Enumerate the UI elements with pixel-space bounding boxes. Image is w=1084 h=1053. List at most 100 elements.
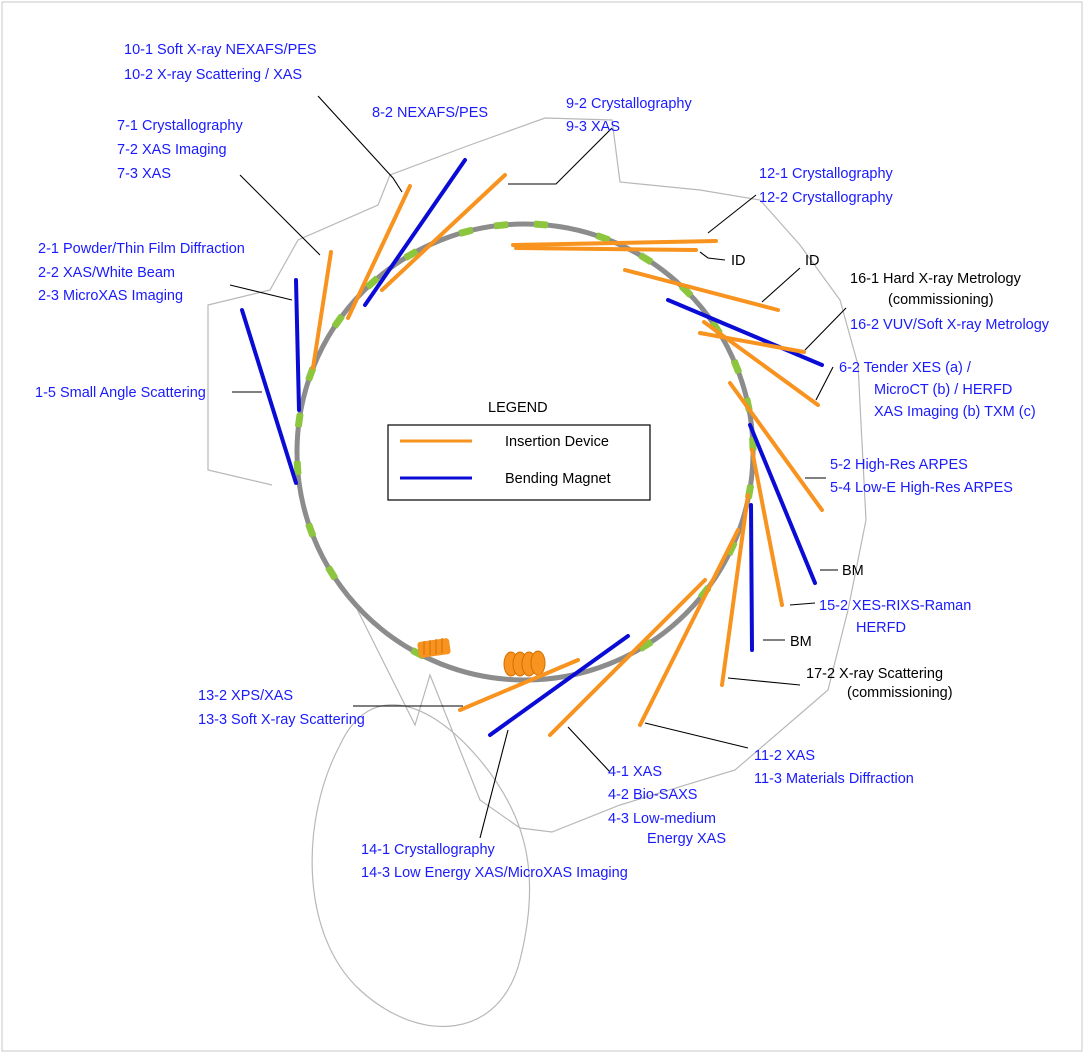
leader-lines	[229, 95, 847, 839]
label-bl12-1: 12-1 Crystallography	[759, 166, 894, 182]
beamline-bl9-insertion	[380, 173, 507, 292]
ring-magnet	[730, 359, 742, 374]
label-bl1-5: 1-5 Small Angle Scattering	[35, 385, 206, 401]
ring-magnet	[325, 565, 338, 581]
label-bm-a: BM	[842, 563, 864, 579]
label-bl2-1: 2-1 Powder/Thin Film Diffraction	[38, 241, 245, 257]
label-bl10-2: 10-2 X-ray Scattering / XAS	[124, 67, 302, 83]
beamlines	[240, 158, 824, 737]
leader-15	[789, 602, 816, 606]
label-bm-b: BM	[790, 634, 812, 650]
legend-box	[387, 424, 651, 501]
label-bl14-1: 14-1 Crystallography	[361, 842, 496, 858]
label-bl6-2-b: MicroCT (b) / HERFD	[874, 382, 1012, 398]
label-bl8-2: 8-2 NEXAFS/PES	[372, 105, 488, 121]
ring-magnet	[458, 226, 474, 237]
label-bl17-2: 17-2 X-ray Scattering	[806, 666, 943, 682]
ring-magnet	[305, 522, 317, 538]
label-bl4-1: 4-1 XAS	[608, 764, 662, 780]
label-bl4-3-b: Energy XAS	[647, 831, 726, 847]
label-id-b: ID	[805, 253, 820, 269]
beamline-bl2-bending	[294, 278, 301, 412]
label-bl11-3: 11-3 Materials Diffraction	[754, 771, 914, 787]
label-bl6-2-c: XAS Imaging (b) TXM (c)	[874, 404, 1036, 420]
label-bl17-2-note: (commissioning)	[847, 685, 953, 701]
ring-magnet	[365, 275, 380, 290]
label-bl7-2: 7-2 XAS Imaging	[117, 142, 227, 158]
beamline-bl-bm-b-bending	[749, 503, 754, 652]
legend-title: LEGEND	[488, 400, 548, 416]
beamline-bl11-insertion	[638, 528, 740, 727]
beamline-labels: 10-1 Soft X-ray NEXAFS/PES 10-2 X-ray Sc…	[35, 42, 1050, 881]
ring-magnet	[294, 413, 304, 428]
beamline-id-insertion	[623, 268, 780, 312]
label-bl16-2: 16-2 VUV/Soft X-ray Metrology	[850, 317, 1050, 333]
label-bl4-2: 4-2 Bio-SAXS	[608, 787, 697, 803]
leader-16	[804, 307, 847, 351]
leader-9	[508, 127, 613, 185]
beamline-bl13-insertion	[458, 658, 580, 712]
ring-magnet	[679, 283, 694, 298]
label-bl16-1-note: (commissioning)	[888, 292, 994, 308]
beamline-bl-bm-a-bending	[748, 423, 817, 585]
ring-outline-loop	[311, 704, 531, 1028]
label-bl7-3: 7-3 XAS	[117, 166, 171, 182]
leader-11	[644, 722, 749, 749]
beamline-bl12-2-insertion	[514, 246, 698, 252]
beamline-bl6-insertion-a	[698, 331, 806, 354]
leader-7	[239, 174, 321, 256]
label-bl12-2: 12-2 Crystallography	[759, 190, 894, 206]
leader-id-a	[699, 251, 726, 261]
leader-14	[479, 729, 509, 839]
label-bl9-2: 9-2 Crystallography	[566, 96, 692, 112]
label-bl14-3: 14-3 Low Energy XAS/MicroXAS Imaging	[361, 865, 628, 881]
label-id-a: ID	[731, 253, 746, 269]
label-bl5-2: 5-2 High-Res ARPES	[830, 457, 968, 473]
label-bl15-2-b: HERFD	[856, 620, 906, 636]
leader-12	[707, 194, 757, 234]
leader-10	[317, 95, 403, 193]
rf-cavity-bottom	[503, 650, 546, 677]
leader-4	[567, 726, 611, 773]
leader-17	[727, 677, 801, 686]
label-bl2-2: 2-2 XAS/White Beam	[38, 265, 175, 281]
beamline-bl17-insertion	[720, 493, 750, 687]
ring-magnet	[638, 639, 654, 652]
ring-magnet	[293, 460, 302, 476]
label-bl10-1: 10-1 Soft X-ray NEXAFS/PES	[124, 42, 317, 58]
beamline-bl15-insertion	[750, 448, 784, 607]
legend: LEGEND Insertion Device Bending Magnet	[387, 400, 651, 501]
beamline-bl7-insertion	[311, 250, 333, 370]
ring-magnet	[305, 366, 317, 382]
legend-insertion-label: Insertion Device	[505, 434, 609, 450]
beamline-bl5-insertion	[728, 381, 824, 512]
beamline-bl6-insertion-b	[702, 320, 820, 407]
beamline-bl1-5-bending	[240, 308, 298, 485]
ring-magnet	[493, 221, 509, 230]
beamline-bl4-insertion	[548, 578, 707, 737]
leader-id-b	[761, 267, 801, 303]
label-bl6-2: 6-2 Tender XES (a) /	[839, 360, 972, 376]
ring-magnets	[293, 220, 757, 660]
label-bl4-3: 4-3 Low-medium	[608, 811, 716, 827]
legend-bending-label: Bending Magnet	[505, 471, 611, 487]
label-bl7-1: 7-1 Crystallography	[117, 118, 243, 134]
ring-magnet	[595, 232, 611, 244]
leader-6	[815, 366, 834, 401]
ring-magnet	[638, 252, 654, 265]
ring-magnet	[331, 314, 345, 329]
label-bl13-3: 13-3 Soft X-ray Scattering	[198, 712, 365, 728]
label-bl13-2: 13-2 XPS/XAS	[198, 688, 293, 704]
label-bl9-3: 9-3 XAS	[566, 119, 620, 135]
leader-2	[229, 284, 293, 301]
ring-magnet	[533, 220, 549, 229]
label-bl15-2: 15-2 XES-RIXS-Raman	[819, 598, 971, 614]
ring-magnet	[403, 248, 419, 261]
rf-cavity-left	[417, 638, 451, 658]
label-bl16-1: 16-1 Hard X-ray Metrology	[850, 271, 1022, 287]
label-bl2-3: 2-3 MicroXAS Imaging	[38, 288, 183, 304]
building-outline	[207, 117, 867, 833]
